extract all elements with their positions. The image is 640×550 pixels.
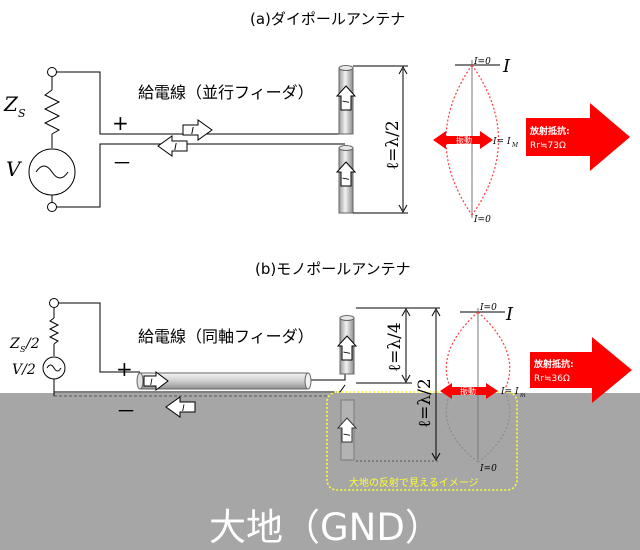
monopole-minus: － — [116, 399, 136, 423]
svg-text:I: I — [150, 378, 153, 388]
svg-text:I: I — [343, 433, 353, 436]
dipole-rad-title: 放射抵抗: — [529, 125, 570, 137]
svg-text:S: S — [20, 345, 26, 354]
terminal-top — [47, 67, 57, 77]
monopole-current-distribution — [445, 308, 511, 463]
current-arrow-forward: I — [182, 119, 213, 141]
svg-text:M: M — [511, 142, 519, 149]
monopole-element: I — [336, 315, 358, 375]
dipole-lower-element: I — [335, 145, 357, 214]
mono-dist-axis-label: I — [505, 304, 514, 325]
monopole-section: (b)モノポールアンテナ Z S /2 V/2 I + － 給電線（同 — [9, 260, 632, 491]
dipole-vibration-arrow — [433, 131, 493, 149]
svg-text:I: I — [342, 177, 352, 180]
dipole-radiation-arrow — [526, 103, 630, 171]
quarter-length-label: ℓ=λ/4 — [385, 322, 405, 372]
ground-area — [0, 393, 640, 550]
feeder-label: 給電線（並行フィーダ） — [138, 83, 314, 102]
impedance-zigzag — [43, 89, 61, 135]
dist-top-label: I=0 — [473, 57, 491, 67]
plus-sign: + — [112, 111, 129, 135]
monopole-length-dimension — [356, 307, 441, 462]
dipole-title: (a)ダイポールアンテナ — [250, 10, 405, 28]
monopole-voltage-label: V/2 — [12, 362, 36, 378]
dist-mid-label: I= I — [492, 137, 511, 147]
svg-text:m: m — [520, 392, 526, 399]
monopole-feeder-label: 給電線（同軸フィーダ） — [138, 327, 314, 346]
dipole-vibration-label: 振動 — [456, 135, 472, 145]
svg-text:I: I — [182, 404, 185, 414]
coax-feeder: I — [136, 371, 312, 391]
monopole-vibration-label: 振動 — [460, 386, 476, 396]
image-note: 大地の反射で見えるイメージ — [349, 476, 479, 489]
mono-dist-top-label: I=0 — [479, 303, 497, 313]
svg-text:/2: /2 — [24, 336, 40, 352]
monopole-radiation-arrow — [530, 337, 632, 403]
source-impedance-label: Z — [3, 92, 19, 116]
monopole-vibration-arrow — [440, 383, 498, 399]
monopole-plus: + — [116, 357, 133, 381]
svg-text:I: I — [174, 142, 177, 153]
mono-dist-mid-label: I= I — [500, 387, 519, 397]
ground-label: 大地（GND） — [209, 506, 442, 549]
source-voltage-label: V — [6, 157, 23, 181]
minus-sign: － — [112, 151, 132, 175]
dipole-source — [28, 67, 345, 212]
svg-text:I: I — [343, 351, 353, 354]
monopole-impedance-label: Z — [9, 336, 20, 352]
svg-text:I: I — [191, 126, 194, 137]
monopole-rad-value: Rr≒36Ω — [534, 374, 570, 384]
dipole-length-label: ℓ=λ/2 — [383, 120, 403, 170]
monopole-source — [42, 298, 346, 393]
current-arrow-backward: I — [157, 135, 188, 157]
dipole-length-dimension — [353, 65, 408, 214]
dist-bottom-label: I=0 — [473, 215, 491, 225]
ground-return-arrow: I — [165, 396, 196, 418]
dipole-section: (a)ダイポールアンテナ Z S V + － 給電線（並行フィーダ） I — [3, 10, 630, 225]
svg-text:S: S — [18, 107, 26, 120]
dipole-upper-element: I — [335, 65, 357, 135]
image-region-box — [326, 391, 518, 491]
monopole-title: (b)モノポールアンテナ — [255, 260, 411, 278]
half-length-label: ℓ=λ/2 — [415, 378, 435, 428]
mono-dist-bottom-label: I=0 — [479, 464, 497, 474]
svg-text:I: I — [342, 100, 352, 103]
dipole-rad-value: Rr≒73Ω — [530, 141, 566, 151]
terminal-bottom — [47, 202, 57, 212]
image-element: I — [336, 399, 358, 461]
dist-axis-label: I — [502, 56, 511, 77]
monopole-rad-title: 放射抵抗: — [533, 358, 574, 370]
